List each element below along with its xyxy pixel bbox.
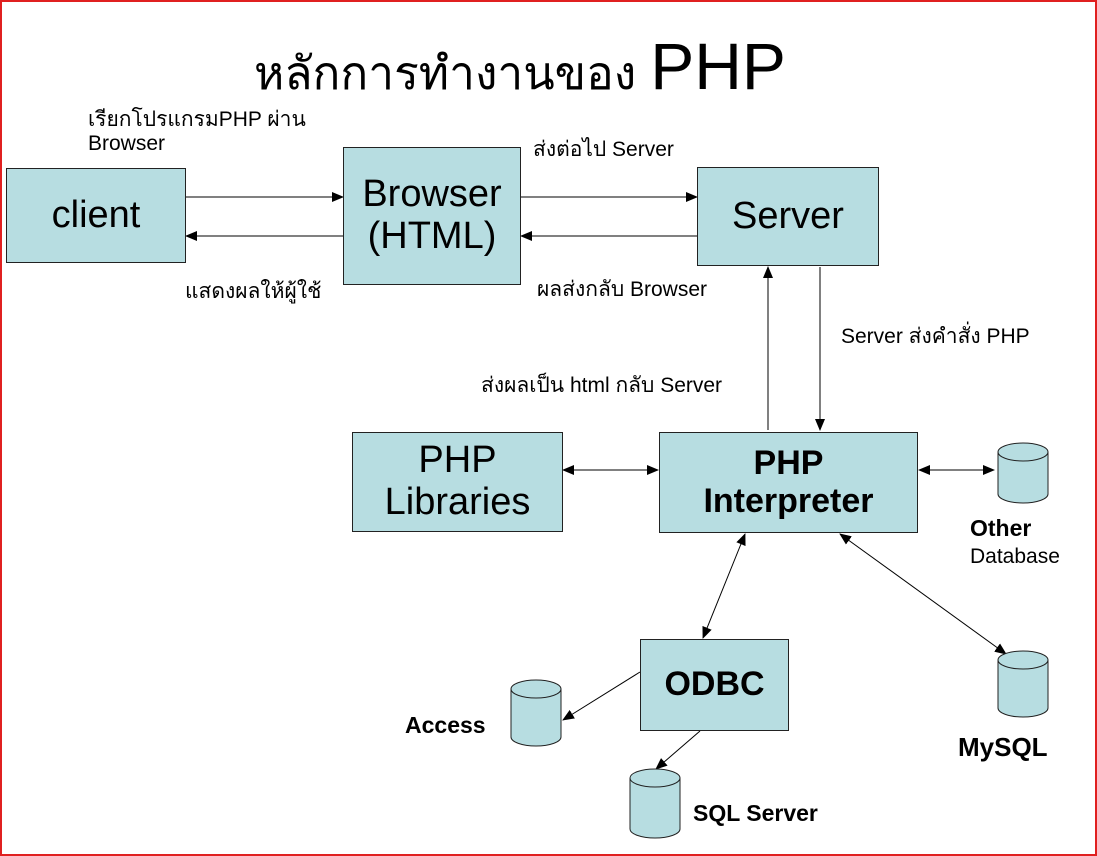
client-box: client	[6, 168, 186, 263]
client-label: client	[51, 193, 141, 236]
server-box: Server	[697, 167, 879, 266]
sql-server-database-icon	[629, 768, 681, 839]
other-database-icon	[997, 442, 1049, 504]
label-sql-server: SQL Server	[693, 800, 818, 826]
browser-label-line1: Browser	[362, 173, 502, 216]
label-other-database-line2: Database	[970, 545, 1060, 568]
php-interpreter-box: PHP Interpreter	[659, 432, 918, 533]
label-send-to-server: ส่งต่อไป Server	[533, 138, 674, 161]
label-mysql: MySQL	[958, 732, 1048, 762]
label-show-user: แสดงผลให้ผู้ใช้	[185, 280, 322, 303]
mysql-database-icon	[997, 650, 1049, 718]
title-thai: หลักการทำงานของ	[254, 46, 637, 100]
arrow-interpreter-mysql	[839, 533, 1007, 655]
title-php: PHP	[650, 29, 786, 103]
label-access: Access	[405, 712, 486, 738]
odbc-label: ODBC	[664, 665, 765, 704]
label-call-program-line2: Browser	[88, 132, 166, 156]
label-return-browser: ผลส่งกลับ Browser	[537, 278, 708, 301]
php-libraries-line1: PHP	[418, 439, 497, 482]
php-interpreter-line1: PHP	[753, 444, 824, 483]
label-call-program: เรียกโปรแกรมPHP ผ่าน Browser	[88, 108, 306, 156]
php-libraries-line2: Libraries	[384, 481, 531, 523]
php-libraries-box: PHP Libraries	[352, 432, 563, 532]
label-server-send-php: Server ส่งคำสั่ง PHP	[841, 325, 1030, 348]
access-database-icon	[510, 679, 562, 747]
server-label: Server	[732, 194, 844, 237]
arrow-odbc-to-access	[562, 671, 641, 721]
arrow-interpreter-odbc	[702, 533, 746, 639]
arrow-odbc-to-sql-server	[655, 730, 701, 770]
label-return-html: ส่งผลเป็น html กลับ Server	[481, 374, 723, 397]
label-other-database-line1: Other	[970, 515, 1032, 541]
browser-label-line2: (HTML)	[367, 215, 497, 257]
php-interpreter-line2: Interpreter	[703, 481, 874, 520]
odbc-box: ODBC	[640, 639, 789, 731]
browser-box: Browser (HTML)	[343, 147, 521, 285]
label-call-program-line1: เรียกโปรแกรมPHP ผ่าน	[88, 108, 306, 131]
